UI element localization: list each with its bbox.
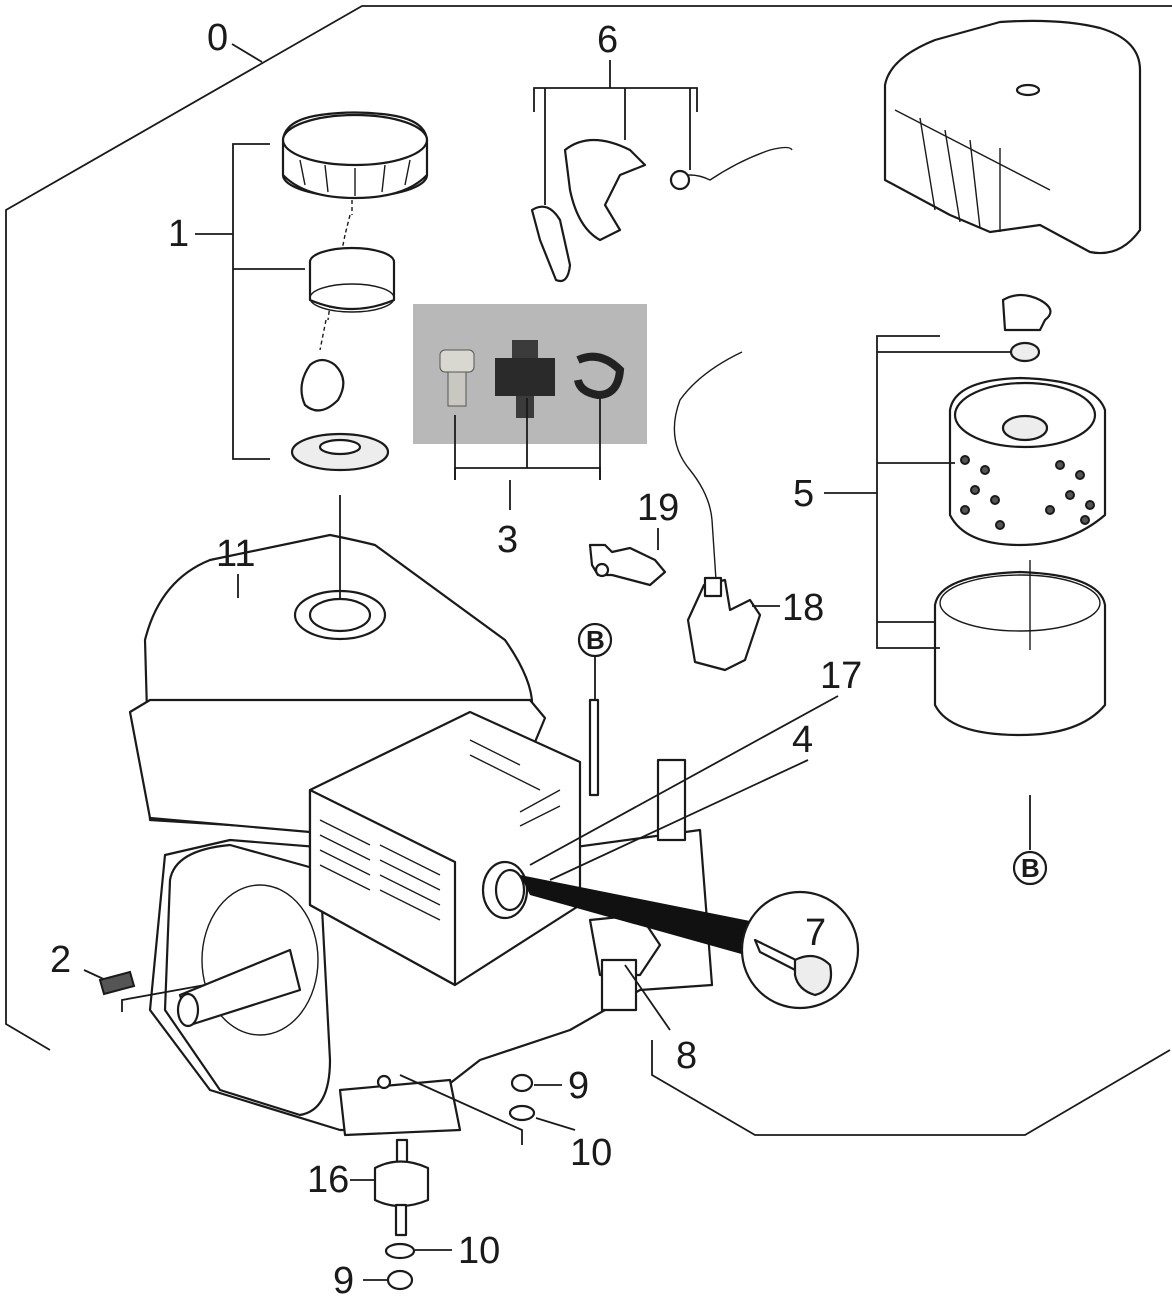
air-cleaner-cover-icon [883, 19, 1142, 255]
svg-text:2: 2 [50, 939, 71, 981]
svg-text:18: 18 [782, 587, 824, 629]
sensor-icon [588, 543, 667, 587]
svg-text:B: B [586, 625, 605, 655]
callout-9-upper: 9 [534, 1065, 589, 1107]
svg-text:8: 8 [676, 1035, 697, 1077]
fuel-cap-icon [281, 111, 429, 472]
svg-text:11: 11 [216, 533, 255, 575]
callout-2: 2 [50, 939, 206, 1012]
svg-text:4: 4 [792, 719, 813, 761]
callout-18: 18 [752, 587, 824, 629]
callout-11: 11 [216, 533, 255, 598]
svg-text:B: B [1021, 853, 1040, 883]
callout-1: 1 [168, 143, 305, 460]
ignition-coil-icon [673, 351, 762, 672]
callout-4: 4 [549, 719, 813, 881]
callout-9-lower: 9 [333, 1260, 388, 1302]
callout-8: 8 [624, 964, 697, 1077]
svg-text:6: 6 [597, 19, 618, 61]
callout-17: 17 [529, 655, 862, 866]
callout-10-lower: 10 [415, 1230, 500, 1272]
callout-10-upper: 10 [399, 1074, 612, 1174]
callout-0: 0 [207, 17, 263, 63]
air-filter-icon [933, 293, 1107, 737]
rubber-mount-icon [373, 1138, 430, 1291]
bracket-set-icon [530, 139, 793, 283]
bolts-photo-icon [413, 304, 647, 444]
callout-16: 16 [307, 1159, 375, 1201]
svg-text:5: 5 [793, 473, 814, 515]
marker-b-bottom: B [1012, 795, 1048, 886]
svg-text:10: 10 [458, 1230, 500, 1272]
detail-bolt-7: 7 [520, 875, 860, 1010]
callout-5: 5 [793, 335, 1010, 649]
callout-6: 6 [533, 19, 698, 205]
svg-text:7: 7 [805, 912, 826, 954]
svg-text:9: 9 [333, 1260, 354, 1302]
svg-text:19: 19 [637, 487, 679, 529]
svg-text:3: 3 [497, 519, 518, 561]
svg-text:10: 10 [570, 1132, 612, 1174]
callout-19: 19 [637, 487, 679, 550]
svg-text:17: 17 [820, 655, 862, 697]
svg-text:16: 16 [307, 1159, 349, 1201]
svg-text:9: 9 [568, 1065, 589, 1107]
svg-text:0: 0 [207, 17, 228, 59]
engine-icon [128, 495, 714, 1137]
marker-b-top: B [577, 622, 613, 700]
assembly-boundary [5, 5, 1172, 1136]
nut-washer-upper [508, 1073, 536, 1122]
callout-3: 3 [454, 398, 601, 561]
svg-text:1: 1 [168, 213, 189, 255]
